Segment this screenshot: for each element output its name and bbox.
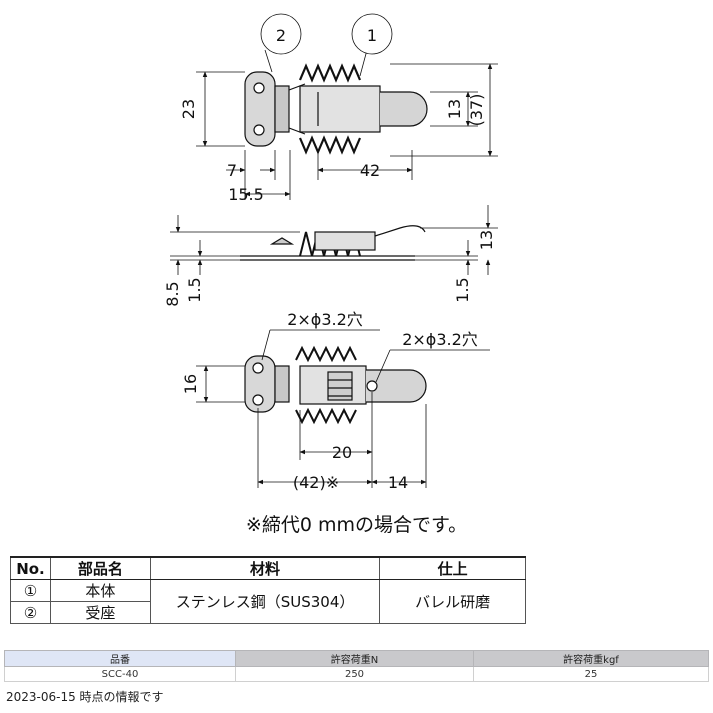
dim-1-5-right: 1.5 [453,277,472,302]
header-part-name: 部品名 [49,556,151,580]
hole-note-left: 2×ϕ3.2穴 [287,310,363,329]
table-row: ② 受座 [10,601,526,624]
header-finish: 仕上 [379,556,526,580]
dim-20: 20 [332,443,352,462]
dim-23: 23 [179,99,198,119]
side-view-dimensions [170,205,498,275]
spec-header-row: 品番 許容荷重N 許容荷重kgf [4,650,709,667]
tightening-note: ※締代0 mmの場合です。 [245,514,468,536]
part-name: 本体 [49,579,151,602]
parts-header-row: No. 部品名 材料 仕上 [10,556,526,580]
technical-drawing: 2 1 23 13 (37) 7 42 15.5 8.5 1.5 13 1.5 [163,13,498,492]
spec-part-number: SCC-40 [4,666,236,682]
spec-header-load-n: 許容荷重N [235,650,474,667]
header-material: 材料 [149,556,381,580]
dim-7: 7 [227,161,237,180]
part-material: ステンレス鋼（SUS304） [149,579,381,624]
table-row: ① 本体 ステンレス鋼（SUS304） バレル研磨 [10,579,526,624]
spec-load-n: 250 [235,666,474,682]
parts-table: No. 部品名 材料 仕上 ① 本体 ステンレス鋼（SUS304） バレル研磨 … [10,556,526,624]
top-view [244,63,428,155]
dim-14: 14 [388,473,408,492]
spec-header-load-kgf: 許容荷重kgf [473,650,709,667]
side-view [240,225,426,261]
top-view-dimensions [196,13,498,200]
callout-1: 1 [367,26,377,45]
spec-header-part-number: 品番 [4,650,236,667]
dim-15-5: 15.5 [228,185,264,204]
bottom-view-dimensions [196,329,490,488]
part-finish: バレル研磨 [379,579,526,624]
header-no: No. [10,556,51,580]
dim-13-side: 13 [477,230,496,250]
dim-42-bottom: (42)※ [293,473,339,492]
dim-16: 16 [181,374,200,394]
part-no: ② [10,601,51,624]
spec-table: 品番 許容荷重N 許容荷重kgf SCC-40 250 25 [4,650,709,682]
table-row: SCC-40 250 25 [4,666,709,682]
part-name: 受座 [49,601,151,624]
part-no: ① [10,579,51,602]
dim-13-top: 13 [445,99,464,119]
hole-note-right: 2×ϕ3.2穴 [402,330,478,349]
callout-2: 2 [276,26,286,45]
info-date: 2023-06-15 時点の情報です [6,690,164,704]
dim-42-top: 42 [360,161,380,180]
dim-8-5: 8.5 [163,281,182,306]
dim-1-5-left: 1.5 [185,277,204,302]
spec-load-kgf: 25 [473,666,709,682]
dim-37: (37) [467,94,486,127]
bottom-view [244,345,427,425]
